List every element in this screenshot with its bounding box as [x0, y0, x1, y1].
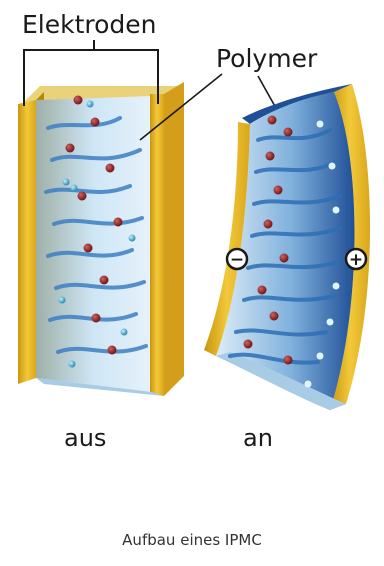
- cation: [108, 346, 117, 355]
- cation: [258, 286, 267, 295]
- cation: [66, 144, 75, 153]
- cation: [78, 192, 87, 201]
- state-off-label: aus: [64, 424, 106, 452]
- water-molecule: [317, 353, 324, 360]
- cation: [100, 276, 109, 285]
- water-molecule: [87, 101, 94, 108]
- off-right-electrode: [150, 94, 164, 396]
- off-right-electrode-side: [164, 82, 184, 396]
- water-molecule: [63, 179, 70, 186]
- water-molecule: [121, 329, 128, 336]
- cation: [274, 186, 283, 195]
- water-molecule: [129, 235, 136, 242]
- minus-sign: −: [230, 250, 244, 270]
- cation: [84, 244, 93, 253]
- cation: [270, 312, 279, 321]
- cation: [91, 118, 100, 127]
- cation: [244, 340, 253, 349]
- ipmc-off-block: [18, 82, 184, 396]
- polymer-label: Polymer: [216, 44, 317, 73]
- ipmc-on-block: − +: [204, 84, 370, 410]
- water-molecule: [317, 121, 324, 128]
- water-molecule: [329, 163, 336, 170]
- cation: [284, 128, 293, 137]
- water-molecule: [333, 207, 340, 214]
- cation: [280, 254, 289, 263]
- cation: [266, 152, 275, 161]
- cation: [92, 314, 101, 323]
- water-molecule: [327, 319, 334, 326]
- water-molecule: [69, 361, 76, 368]
- figure-caption: Aufbau eines IPMC: [0, 531, 384, 549]
- water-molecule: [305, 381, 312, 388]
- cation: [268, 116, 277, 125]
- off-left-electrode: [18, 100, 36, 384]
- cation: [264, 220, 273, 229]
- state-on-label: an: [243, 424, 273, 452]
- water-molecule: [71, 185, 78, 192]
- plus-marker: +: [346, 249, 366, 270]
- water-molecule: [333, 283, 340, 290]
- electrodes-label: Elektroden: [22, 10, 157, 39]
- cation: [74, 96, 83, 105]
- cation: [284, 356, 293, 365]
- water-molecule: [59, 297, 66, 304]
- plus-sign: +: [349, 250, 363, 270]
- cation: [106, 164, 115, 173]
- minus-marker: −: [227, 249, 247, 270]
- cation: [114, 218, 123, 227]
